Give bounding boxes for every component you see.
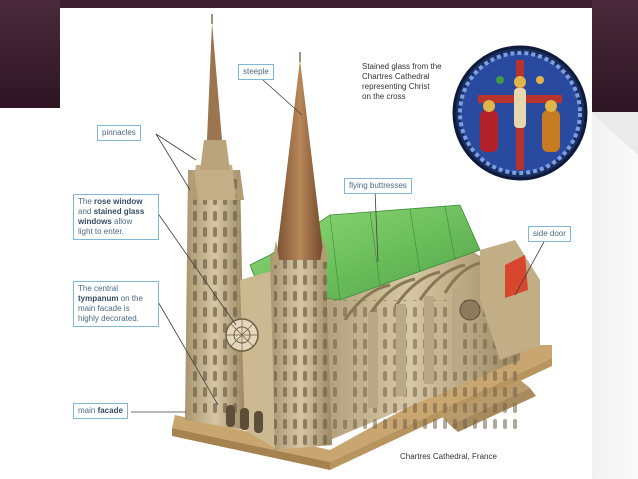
left-spire — [207, 22, 222, 140]
main-facade — [240, 270, 278, 450]
steeple — [276, 60, 324, 260]
caption-line: Chartres Cathedral — [362, 72, 430, 81]
label-side-door: side door — [528, 226, 571, 242]
caption-line: on the cross — [362, 92, 406, 101]
label-steeple: steeple — [238, 64, 274, 80]
label-tympanum: The central tympanum on the main facade … — [73, 281, 159, 327]
stained-glass-caption: Stained glass from the Chartres Cathedra… — [362, 62, 442, 102]
figure-caption: Chartres Cathedral, France — [400, 452, 497, 461]
caption-line: Stained glass from the — [362, 62, 442, 71]
leader-lines — [131, 79, 546, 413]
slide-left-band — [0, 0, 60, 108]
slide-right-margin — [592, 112, 638, 479]
label-flying-buttresses: flying buttresses — [344, 178, 412, 194]
label-pinnacles: pinnacles — [97, 125, 141, 141]
side-door-roof — [505, 255, 528, 298]
label-rose-window: The rose window and stained glass window… — [73, 194, 159, 240]
flying-buttresses-structure — [343, 261, 481, 321]
stained-glass-window — [452, 45, 588, 181]
slide-top-band — [0, 0, 638, 8]
label-main-facade: main facade — [73, 403, 128, 419]
caption-line: representing Christ — [362, 82, 430, 91]
slide-right-band — [592, 0, 638, 112]
slide-corner-triangle — [590, 112, 638, 157]
